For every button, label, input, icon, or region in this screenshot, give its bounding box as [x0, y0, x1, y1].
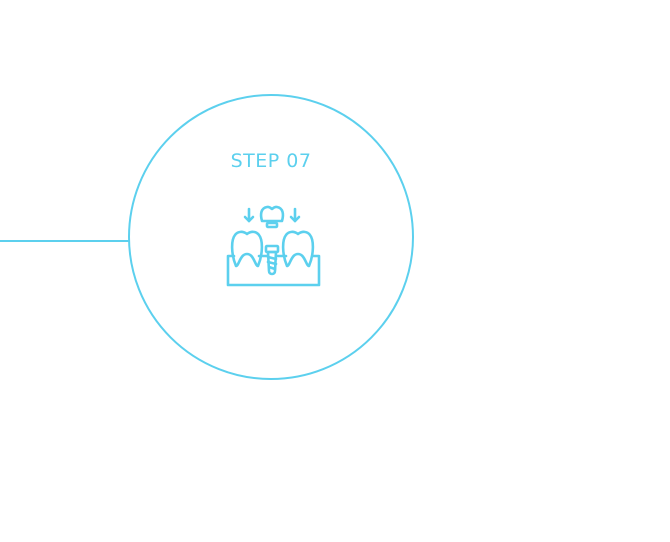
- step-circle: STEP 07: [128, 94, 414, 380]
- connector-line: [0, 240, 130, 242]
- dental-implant-icon: [226, 205, 321, 287]
- step-label: STEP 07: [230, 150, 312, 172]
